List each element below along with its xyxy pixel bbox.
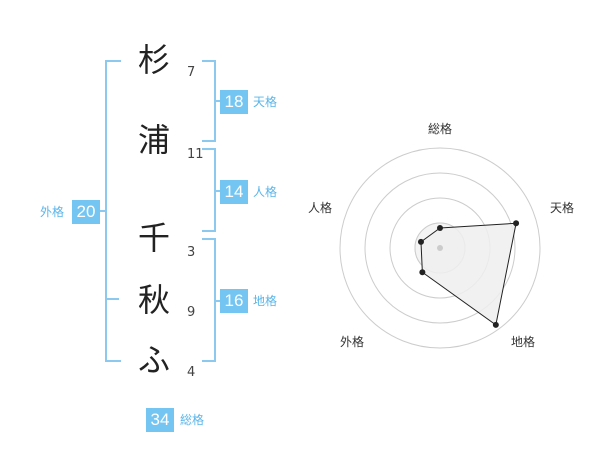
gaikaku-connector (100, 210, 105, 212)
soukaku-badge: 34 (146, 408, 174, 432)
radar-chart (339, 147, 541, 349)
radar-label-gaikaku: 外格 (340, 335, 365, 349)
chikaku-badge: 16 (220, 289, 248, 313)
name-char-2: 浦 (137, 121, 170, 159)
jinkaku-badge: 14 (220, 180, 248, 204)
gaikaku-badge: 20 (72, 200, 100, 224)
tenkaku-label: 天格 (253, 95, 278, 109)
stroke-count-1: 7 (187, 65, 196, 80)
chikaku-connector (214, 300, 220, 302)
radar-point (419, 269, 426, 276)
radar-label-chikaku: 地格 (511, 335, 536, 349)
name-char-4: 秋 (137, 281, 170, 319)
soukaku-label: 総格 (180, 413, 205, 427)
jinkaku-connector (214, 190, 220, 192)
radar-point (437, 225, 443, 231)
radar-grid-ring (339, 147, 541, 349)
tenkaku-connector (214, 100, 220, 102)
stroke-count-3: 3 (187, 245, 196, 260)
gaikaku-bracket (105, 60, 121, 362)
name-char-3: 千 (137, 219, 170, 257)
radar-point (513, 220, 520, 227)
stroke-count-2: 11 (187, 147, 204, 162)
stroke-count-5: 4 (187, 365, 196, 380)
gaikaku-label: 外格 (40, 205, 65, 219)
radar-point (492, 321, 499, 328)
radar-label-jinkaku: 人格 (308, 201, 333, 215)
jinkaku-label: 人格 (253, 185, 278, 199)
name-char-1: 杉 (137, 41, 170, 79)
radar-label-tenkaku: 天格 (550, 201, 575, 215)
stroke-count-4: 9 (187, 305, 196, 320)
radar-point (417, 238, 424, 245)
gaikaku-bracket-mid (105, 298, 119, 300)
radar-grid-ring (364, 172, 516, 324)
chikaku-label: 地格 (253, 294, 278, 308)
name-char-5: ふ (137, 341, 170, 379)
radar-series-area (420, 222, 517, 326)
tenkaku-badge: 18 (220, 90, 248, 114)
radar-center-dot (437, 245, 443, 251)
radar-label-soukaku: 総格 (428, 122, 453, 136)
